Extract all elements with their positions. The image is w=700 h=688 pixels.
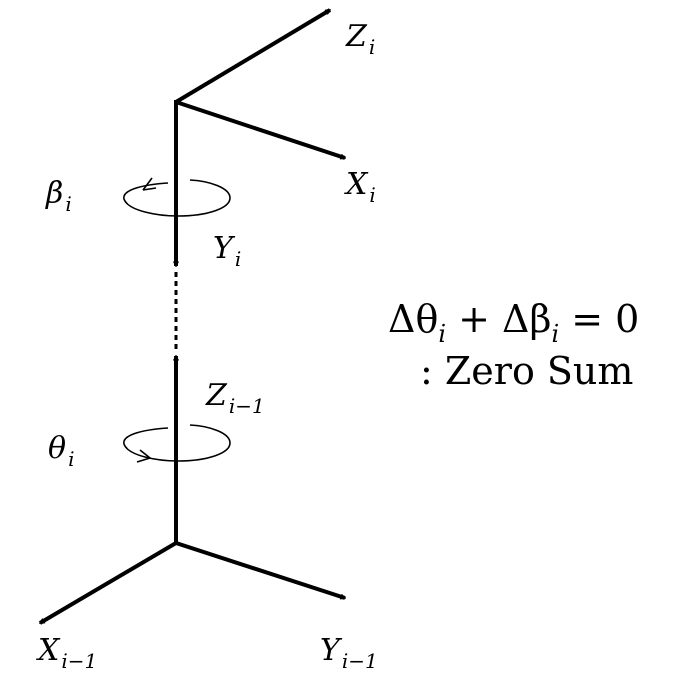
x-i-axis xyxy=(175,100,345,160)
x-i-minus-1-axis xyxy=(40,541,178,625)
theta-rotation-arrow-icon xyxy=(123,424,231,463)
beta-rotation-arrow-icon xyxy=(123,177,231,217)
z-i-axis xyxy=(174,8,330,104)
zero-sum-equation: Δθi + Δβi = 0 xyxy=(388,297,639,348)
zero-sum-caption: : Zero Sum xyxy=(420,349,633,393)
y-i-minus-1-axis xyxy=(175,541,345,600)
